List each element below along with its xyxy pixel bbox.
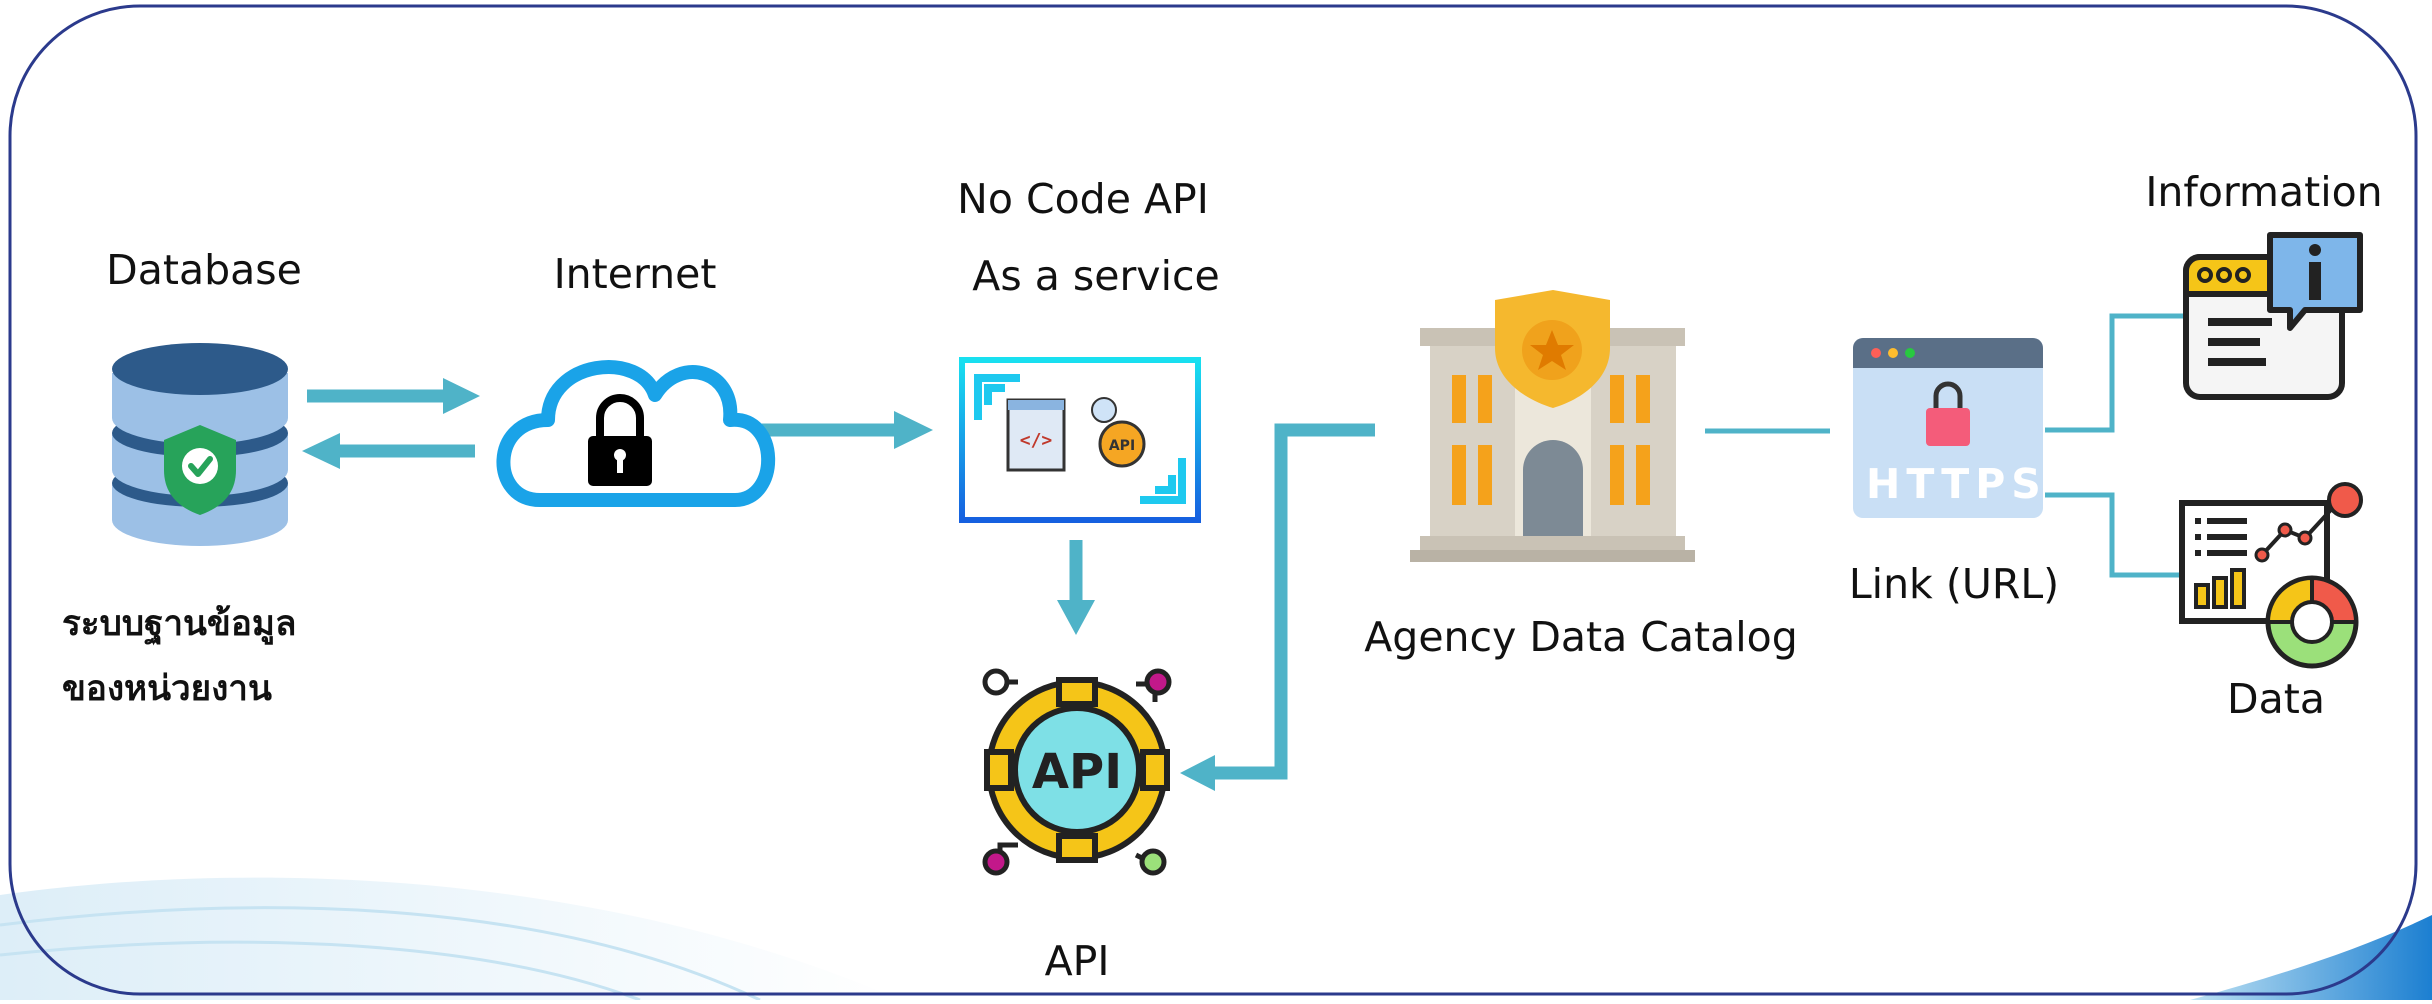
https-browser-icon	[1853, 338, 2043, 518]
no-code-api-sublabel: As a service	[972, 252, 1220, 300]
internet-label: Internet	[553, 250, 717, 298]
data-label: Data	[2227, 675, 2325, 723]
arrowhead-nocode-to-api	[1057, 600, 1095, 635]
agency-catalog-label: Agency Data Catalog	[1364, 613, 1798, 661]
database-label: Database	[106, 246, 302, 294]
database-icon	[112, 343, 288, 546]
arrowhead-internet-to-db	[302, 433, 340, 469]
https-badge-text: HTTPS	[1866, 460, 2047, 508]
arrow-catalog-to-api	[1210, 423, 1375, 780]
gear-api-text: API	[1032, 744, 1122, 800]
no-code-api-icon: </> API	[959, 357, 1201, 523]
shield-check-icon	[164, 425, 236, 515]
line-https-to-data	[2045, 492, 2180, 578]
building-icon	[1410, 290, 1695, 562]
link-url-label: Link (URL)	[1848, 560, 2060, 608]
arrowhead-db-to-internet	[443, 378, 480, 414]
background-wave	[0, 877, 2432, 1002]
cloud-lock-icon	[496, 360, 776, 507]
api-gear-icon: API	[982, 668, 1172, 876]
arrowhead-internet-to-nocode	[894, 411, 933, 449]
data-report-icon	[2179, 482, 2363, 669]
diagram-frame	[8, 4, 2418, 996]
arrowhead-catalog-to-api	[1180, 755, 1215, 791]
database-caption-line2: ของหน่วยงาน	[62, 669, 272, 709]
connector-lines	[302, 313, 2186, 791]
svg-text:</>: </>	[1020, 430, 1053, 451]
line-https-to-information	[2045, 313, 2186, 433]
api-label: API	[1044, 937, 1110, 985]
no-code-api-label: No Code API	[957, 175, 1209, 223]
information-icon	[2183, 232, 2363, 400]
database-caption-line1: ระบบฐานข้อมูล	[62, 604, 297, 644]
small-gear-text: API	[1109, 438, 1135, 454]
information-label: Information	[2145, 168, 2383, 216]
